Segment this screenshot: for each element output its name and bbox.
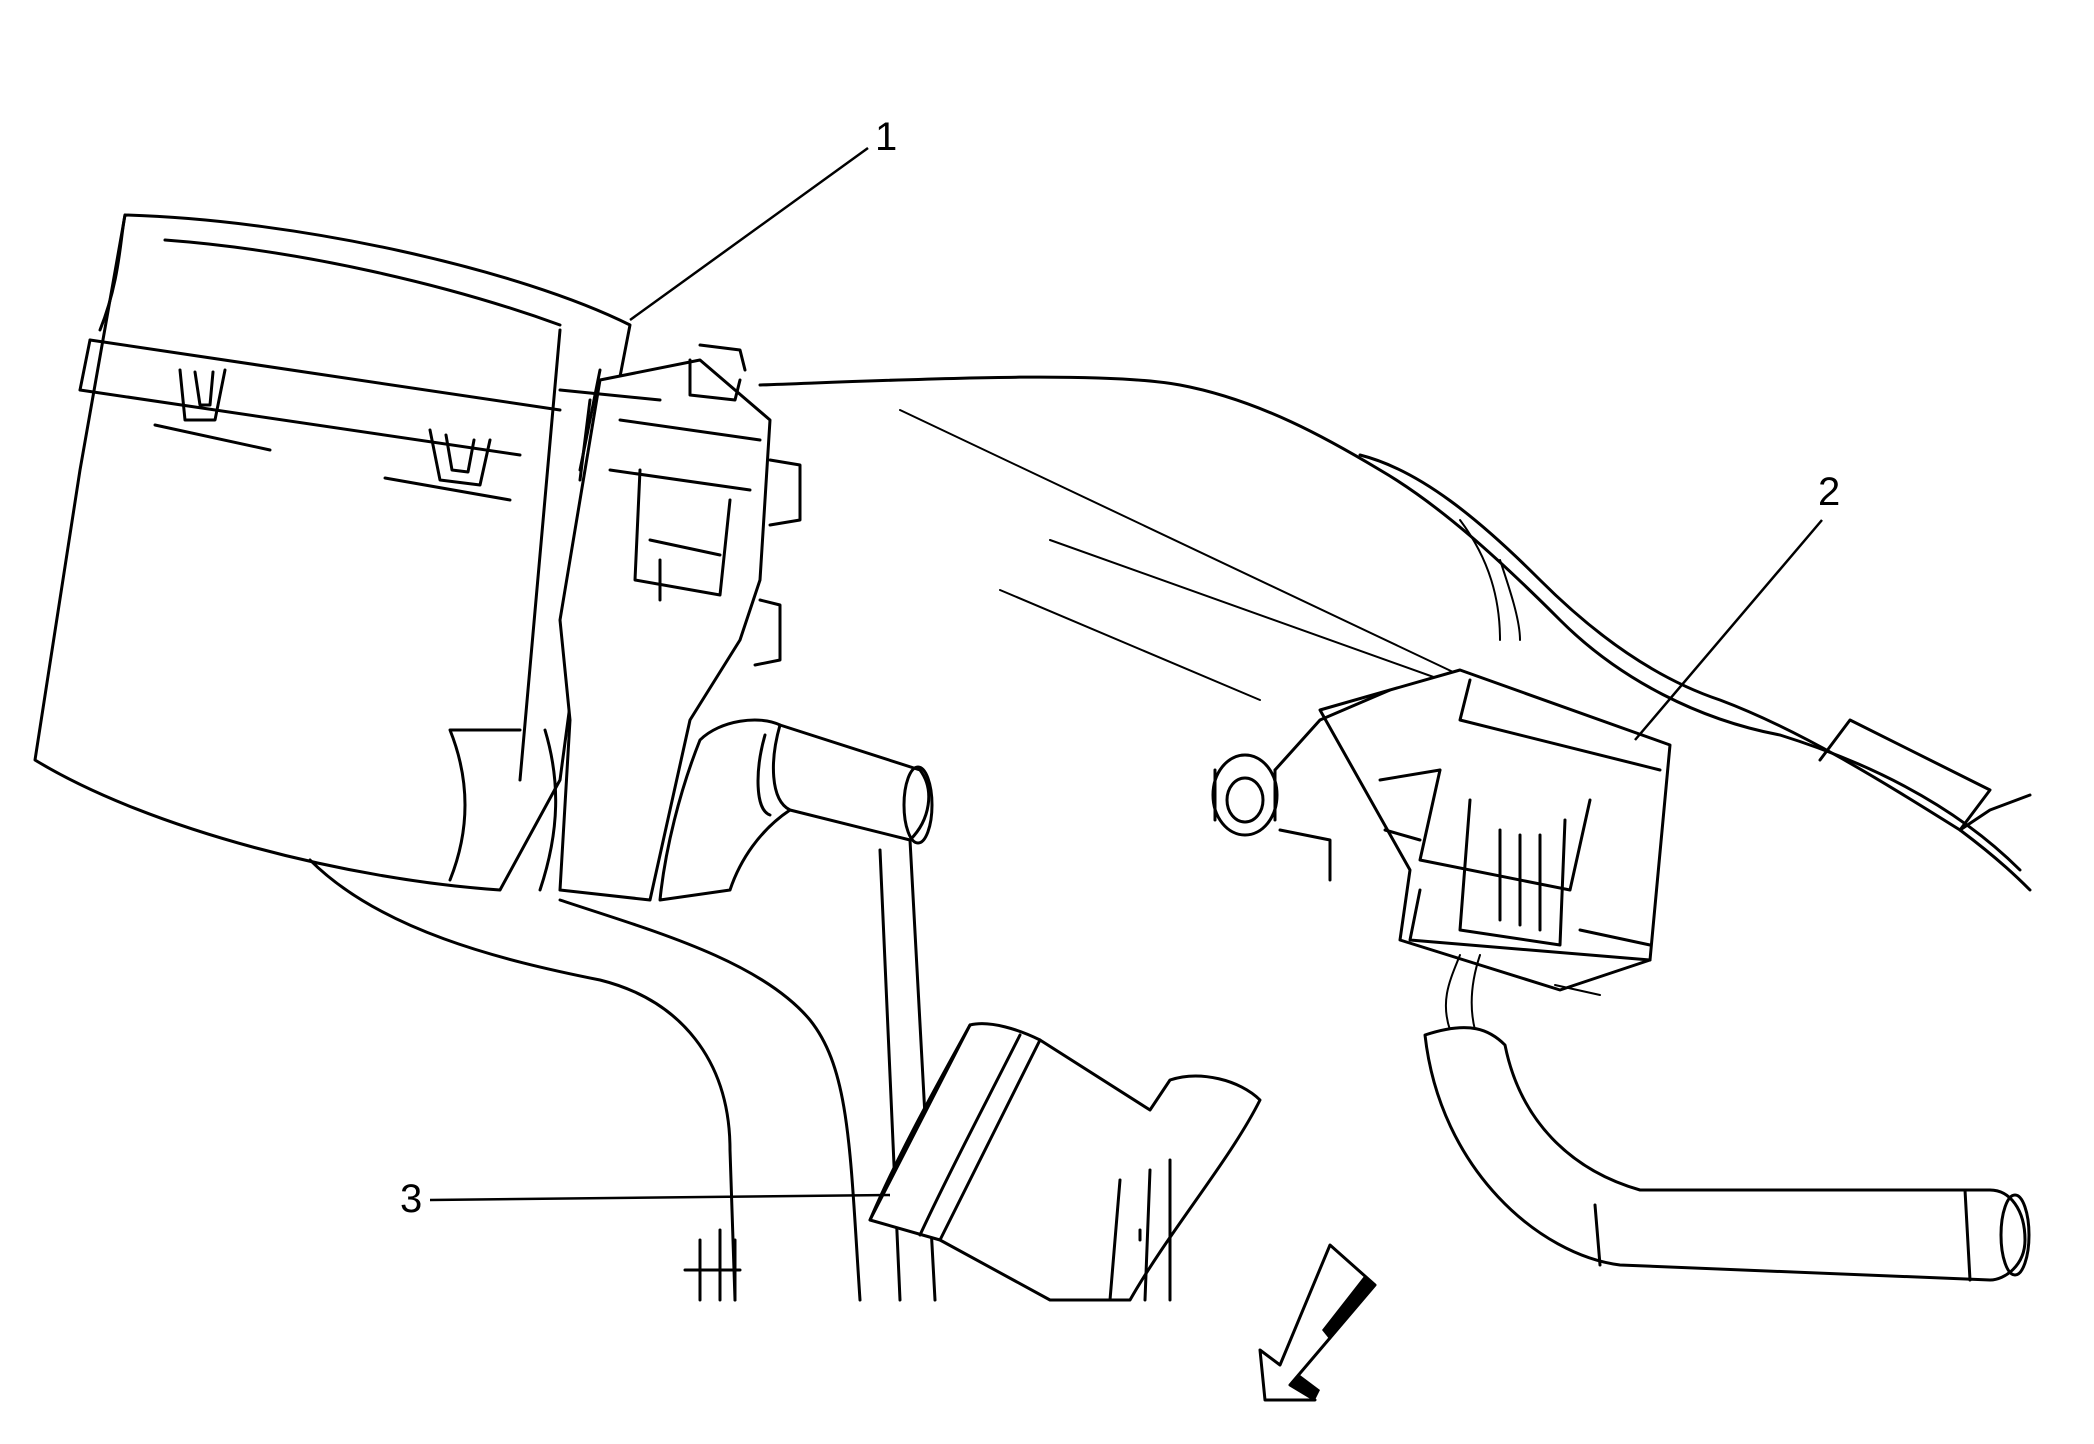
hose-coupling (868, 1022, 1262, 1302)
cylindrical-module (33, 213, 632, 892)
callout-label-2: 2 (1818, 470, 1840, 514)
leader-1 (629, 146, 869, 322)
callout-label-3: 3 (400, 1177, 422, 1221)
lower-hoses (308, 858, 862, 1302)
forward-arrow-icon (1258, 1243, 1377, 1402)
leader-2 (1634, 519, 1823, 741)
duct-housing (758, 375, 2032, 892)
electrical-connector (1211, 668, 1672, 1031)
callout-label-1: 1 (875, 115, 897, 159)
callout-leaders (429, 146, 1823, 1202)
leader-3 (429, 1193, 891, 1202)
valve-body (558, 343, 802, 902)
right-hose (1423, 1026, 2031, 1282)
